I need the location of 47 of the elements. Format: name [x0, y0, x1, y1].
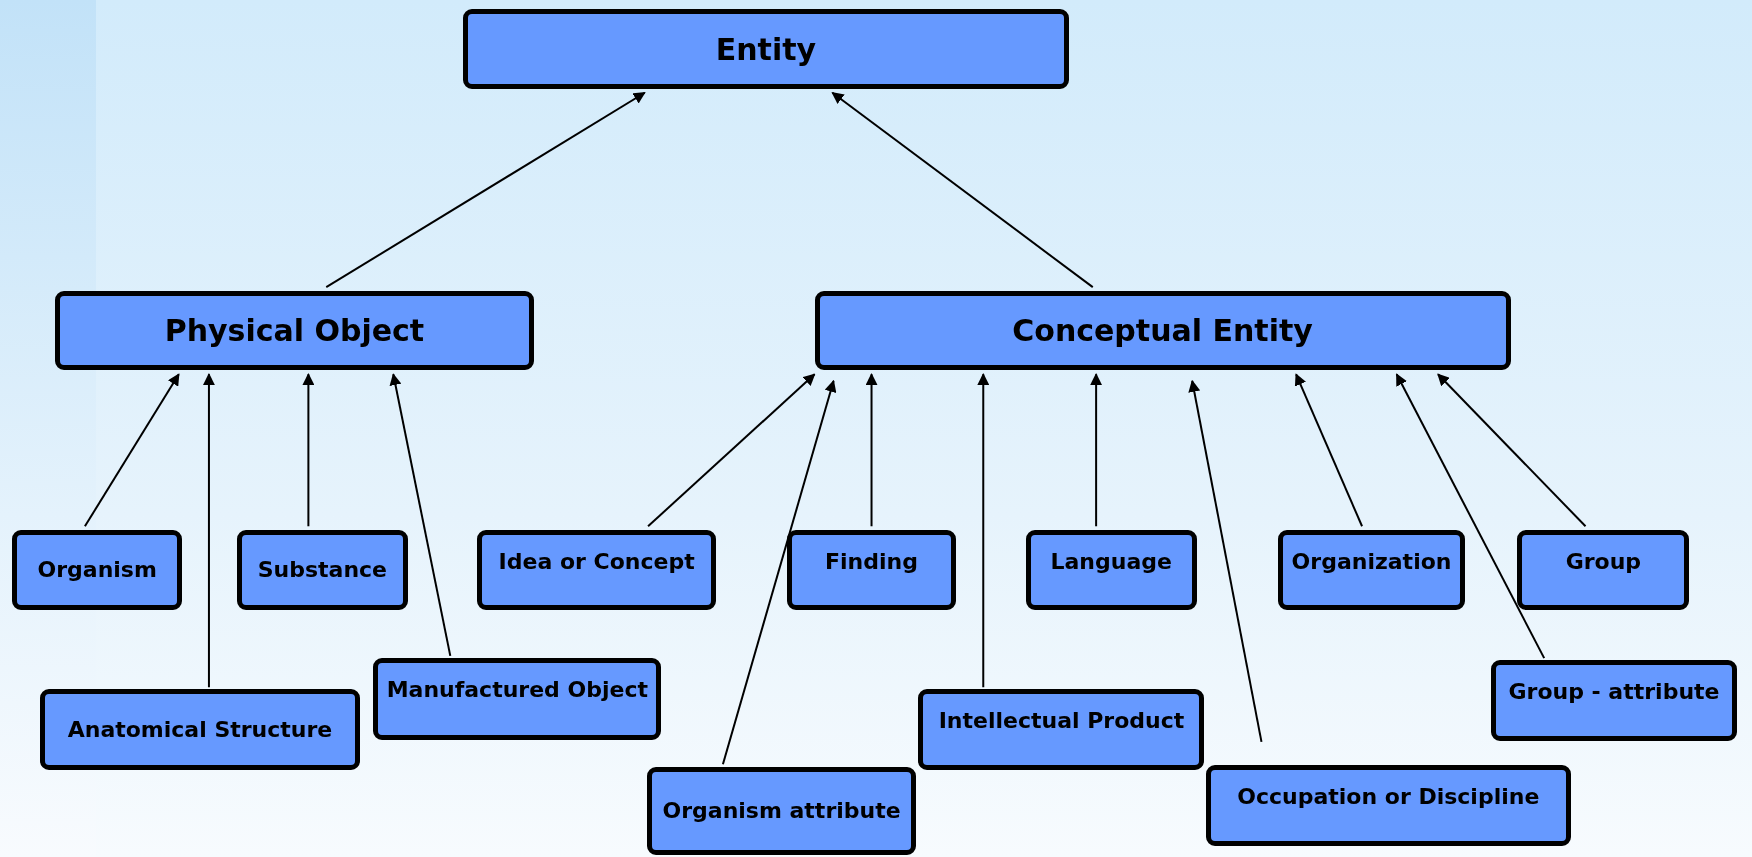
- arrow: [325, 91, 646, 289]
- node-box: [373, 658, 662, 740]
- node-box: [786, 529, 957, 611]
- node-label: Organism: [37, 557, 157, 583]
- node-label: Language: [1050, 548, 1172, 574]
- node-box: [918, 689, 1205, 770]
- node-box: [1490, 660, 1738, 741]
- node-label: Finding: [825, 548, 918, 574]
- arrow: [202, 373, 215, 689]
- arrow: [865, 373, 878, 528]
- node-label: Organization: [1291, 548, 1452, 574]
- arrow: [1090, 373, 1103, 528]
- node-label: Conceptual Entity: [1012, 312, 1313, 348]
- node-label: Organism attribute: [662, 798, 901, 824]
- arrow: [647, 373, 816, 528]
- node-box: [236, 529, 408, 611]
- arrow: [1437, 373, 1587, 528]
- arrow: [1294, 373, 1364, 528]
- arrow: [83, 373, 180, 528]
- node-box: [477, 529, 717, 611]
- node-box: [1517, 529, 1690, 611]
- node-label: Occupation or Discipline: [1237, 784, 1540, 810]
- node-label: Group: [1565, 548, 1642, 574]
- arrow: [389, 373, 452, 657]
- node-label: Manufactured Object: [386, 677, 648, 703]
- node-box: [814, 290, 1511, 370]
- node-box: [12, 529, 183, 611]
- node-box: [40, 689, 360, 770]
- node-label: Entity: [715, 31, 817, 67]
- node-box: [1205, 765, 1571, 846]
- node-label: Substance: [257, 557, 387, 583]
- node-label: Intellectual Product: [938, 708, 1185, 734]
- node-box: [1025, 529, 1197, 611]
- node-box: [462, 8, 1070, 90]
- arrow: [302, 373, 315, 528]
- arrow: [1395, 373, 1546, 660]
- arrow: [977, 373, 990, 689]
- node-label: Anatomical Structure: [67, 717, 333, 743]
- node-box: [54, 290, 535, 370]
- node-label: Physical Object: [164, 312, 425, 348]
- node-label: Idea or Concept: [498, 548, 695, 574]
- node-box: [1278, 529, 1465, 611]
- node-box: [646, 766, 917, 855]
- arrow: [721, 379, 837, 766]
- arrow: [831, 91, 1094, 289]
- node-label: Group - attribute: [1508, 679, 1720, 705]
- arrow: [1188, 379, 1263, 743]
